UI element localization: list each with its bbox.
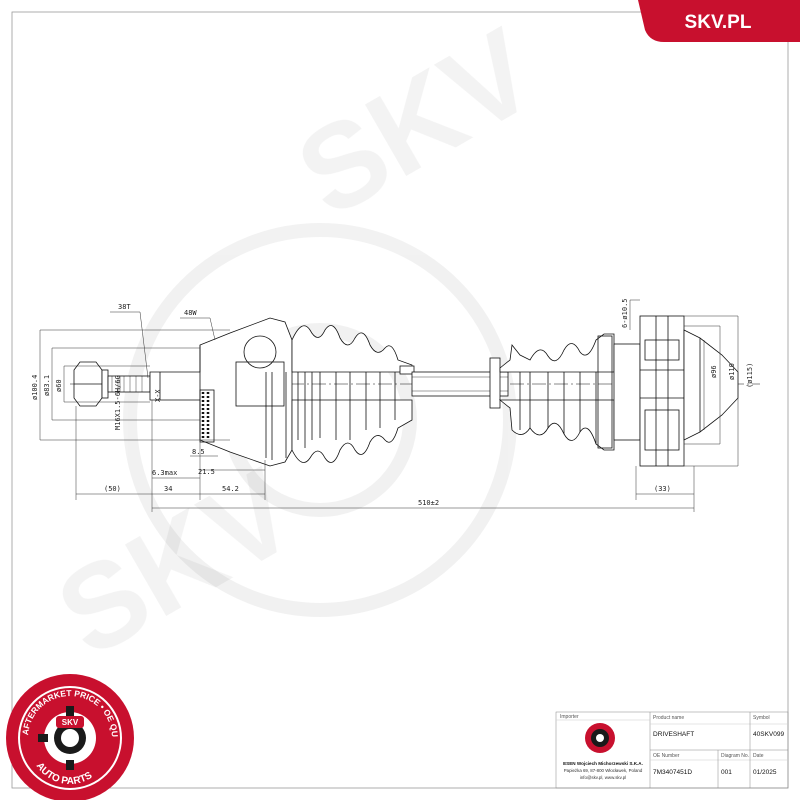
dim-54-2: 54.2 [222,485,239,493]
importer-name: ESEN Wojciech Michorzewski S.K.A. [563,761,643,766]
brand-label: SKV.PL [685,12,752,33]
title-block-logo [585,723,615,753]
shaft-bar [411,357,509,409]
dim-510: 510±2 [418,499,439,507]
inner-boot [498,333,615,451]
dim-6-3max: 6.3max [152,469,177,477]
dim-d110: ø110 [728,363,736,380]
importer-web: info@skv.pl, www.skv.pl [580,775,626,780]
outer-boot [291,325,415,463]
dim-d83-1: ø83.1 [43,375,51,396]
importer-address: Papieżka 69, 87-800 Włocławek, Poland [564,768,643,773]
inner-cv-joint [613,315,739,467]
dim-34: 34 [164,485,172,493]
dimension-lines [39,299,739,512]
dim-thread: M16X1.5-6H/6G [114,375,122,430]
brand-tag[interactable]: SKV.PL [638,0,800,42]
dim-d115: (ø115) [746,363,754,388]
axle-bolt [73,361,151,407]
outer-cv-joint [149,317,293,467]
oe-value: 7M3407451D [653,769,692,776]
dim-50: (50) [104,485,121,493]
abs-ring [199,389,215,443]
dim-d96: ø96 [710,365,718,378]
dim-xx: X-X [154,389,162,402]
stamp-center-text: SKV [62,718,79,727]
title-block [555,711,789,789]
symbol-label: Symbol [753,715,770,721]
dim-48w: 48W [184,309,197,317]
diagram-label: Diagram No. [721,753,749,759]
dim-d100-4: ø100.4 [31,375,39,400]
date-label: Date [753,753,764,759]
importer-label: Importer [560,714,579,720]
dim-21-5: 21.5 [198,468,215,476]
dimension-labels: ø100.4 ø83.1 ø60 M16X1.5-6H/6G X-X 38T 4… [31,298,754,507]
svg-text:SKV: SKV [276,3,557,242]
product-name-label: Product name [653,715,684,721]
dim-d60: ø60 [55,379,63,392]
symbol-value: 40SKV099 [753,731,784,738]
date-value: 01/2025 [753,769,777,776]
dim-38t: 38T [118,303,131,311]
svg-text:SKV: SKV [36,443,317,682]
diagram-value: 001 [721,769,732,776]
product-name: DRIVESHAFT [653,731,694,738]
drawing-frame [11,11,789,789]
title-block-text: Importer ESEN Wojciech Michorzewski S.K.… [560,714,784,780]
oe-label: OE Number [653,753,680,759]
dim-8-5: 8.5 [192,448,205,456]
dim-6-d10-5: 6-ø10.5 [621,298,629,328]
driveshaft-drawing [70,315,760,467]
dim-33: (33) [654,485,671,493]
